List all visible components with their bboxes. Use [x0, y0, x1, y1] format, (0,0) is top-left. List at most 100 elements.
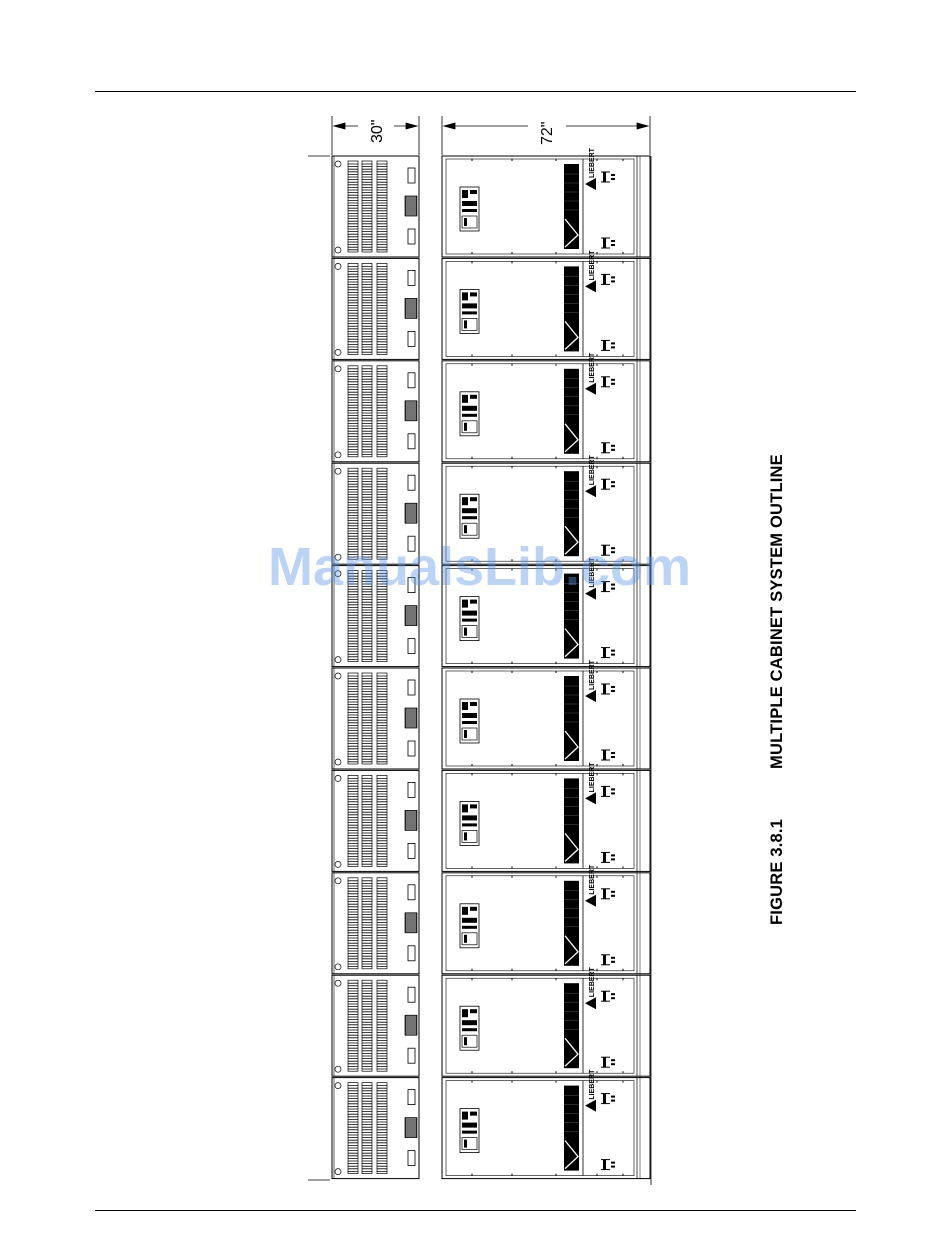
- latch-handle: [603, 648, 606, 658]
- front-grille: [564, 164, 579, 249]
- control-panel-keypad: [462, 611, 477, 616]
- side-view-handle: [408, 434, 415, 449]
- control-panel-keypad: [462, 1020, 477, 1025]
- control-panel-display: [462, 600, 468, 608]
- control-panel-keypad: [462, 414, 477, 417]
- control-panel-indicator: [470, 804, 477, 808]
- control-panel-display: [462, 1009, 468, 1017]
- cabinet-3: LIEBERT: [332, 352, 650, 462]
- logo-text: LIEBERT: [589, 864, 596, 895]
- latch-tab: [611, 1162, 615, 1164]
- latch-tab: [611, 690, 615, 692]
- side-view-handle: [408, 885, 415, 900]
- depth-dimension-label: 30": [369, 120, 386, 143]
- side-view-handle: [408, 782, 415, 797]
- side-view-handle: [408, 1048, 415, 1063]
- side-view-handle: [408, 946, 415, 961]
- control-panel: [460, 904, 479, 948]
- control-panel: [460, 289, 479, 333]
- latch-handle: [603, 1057, 606, 1067]
- figure-title: MULTIPLE CABINET SYSTEM OUTLINE: [768, 454, 787, 769]
- control-panel-keypad: [462, 209, 477, 212]
- latch-handle: [603, 479, 606, 489]
- front-grille: [564, 676, 579, 761]
- depth-arrow-right: [406, 123, 417, 129]
- control-panel: [460, 597, 479, 641]
- control-panel-switch: [464, 218, 467, 226]
- logo-text: LIEBERT: [589, 1069, 596, 1100]
- control-panel-indicator: [470, 292, 477, 296]
- control-panel: [460, 699, 479, 743]
- control-panel-keypad: [462, 303, 477, 308]
- latch-tab: [611, 244, 615, 246]
- control-panel: [460, 801, 479, 845]
- logo-text: LIEBERT: [589, 455, 596, 486]
- control-panel-keypad: [462, 311, 477, 314]
- latch-tab: [611, 792, 615, 794]
- latch-tab: [611, 895, 615, 897]
- length-arrow-left: [444, 123, 455, 129]
- control-panel-display: [462, 702, 468, 710]
- latch-tab: [611, 891, 615, 893]
- cabinet-7: LIEBERT: [332, 762, 650, 872]
- control-panel-display: [462, 395, 468, 403]
- latch-handle: [603, 238, 606, 248]
- control-panel-indicator: [470, 190, 477, 194]
- control-panel-indicator: [470, 395, 477, 399]
- latch-handle: [603, 889, 606, 899]
- latch-tab: [611, 1063, 615, 1065]
- control-panel-keypad: [462, 815, 477, 820]
- side-view-handle: [408, 475, 415, 490]
- latch-tab: [611, 481, 615, 483]
- side-view-handle: [408, 270, 415, 285]
- front-grille: [564, 369, 579, 454]
- logo-text: LIEBERT: [589, 659, 596, 690]
- latch-tab: [611, 854, 615, 856]
- side-view-handle: [408, 373, 415, 388]
- control-panel-keypad: [462, 1028, 477, 1031]
- control-panel-switch: [464, 423, 467, 431]
- side-view-handle: [408, 168, 415, 183]
- latch-tab: [611, 957, 615, 959]
- control-panel-indicator: [470, 907, 477, 911]
- control-panel-keypad: [462, 1131, 477, 1134]
- side-view-handle: [408, 1151, 415, 1166]
- control-panel-switch: [464, 730, 467, 738]
- latch-handle: [603, 274, 606, 284]
- latch-tab: [611, 379, 615, 381]
- latch-handle: [603, 684, 606, 694]
- length-dimension-label: 72": [539, 122, 556, 145]
- control-panel-display: [462, 190, 468, 198]
- latch-tab: [611, 280, 615, 282]
- logo-text: LIEBERT: [589, 967, 596, 998]
- latch-handle: [603, 172, 606, 182]
- control-panel-switch: [464, 1037, 467, 1045]
- logo-text: LIEBERT: [589, 352, 596, 383]
- latch-tab: [611, 346, 615, 348]
- control-panel-indicator: [470, 1009, 477, 1013]
- control-panel-keypad: [462, 508, 477, 513]
- latch-handle: [603, 852, 606, 862]
- control-panel-keypad: [462, 1123, 477, 1128]
- latch-tab: [611, 788, 615, 790]
- latch-handle: [603, 1094, 606, 1104]
- control-panel: [460, 392, 479, 436]
- control-panel-keypad: [462, 823, 477, 826]
- control-panel-display: [462, 1112, 468, 1120]
- side-view-handle: [408, 331, 415, 346]
- latch-tab: [611, 445, 615, 447]
- cabinet-2: LIEBERT: [332, 250, 650, 360]
- latch-handle: [603, 786, 606, 796]
- logo-text: LIEBERT: [589, 250, 596, 281]
- control-panel-keypad: [462, 516, 477, 519]
- side-view-handle: [408, 987, 415, 1002]
- control-panel: [460, 187, 479, 231]
- control-panel-keypad: [462, 918, 477, 923]
- depth-arrow-left: [334, 123, 345, 129]
- control-panel-switch: [464, 935, 467, 943]
- latch-tab: [611, 383, 615, 385]
- front-grille: [564, 881, 579, 966]
- control-panel-display: [462, 292, 468, 300]
- front-grille: [564, 983, 579, 1068]
- latch-tab: [611, 961, 615, 963]
